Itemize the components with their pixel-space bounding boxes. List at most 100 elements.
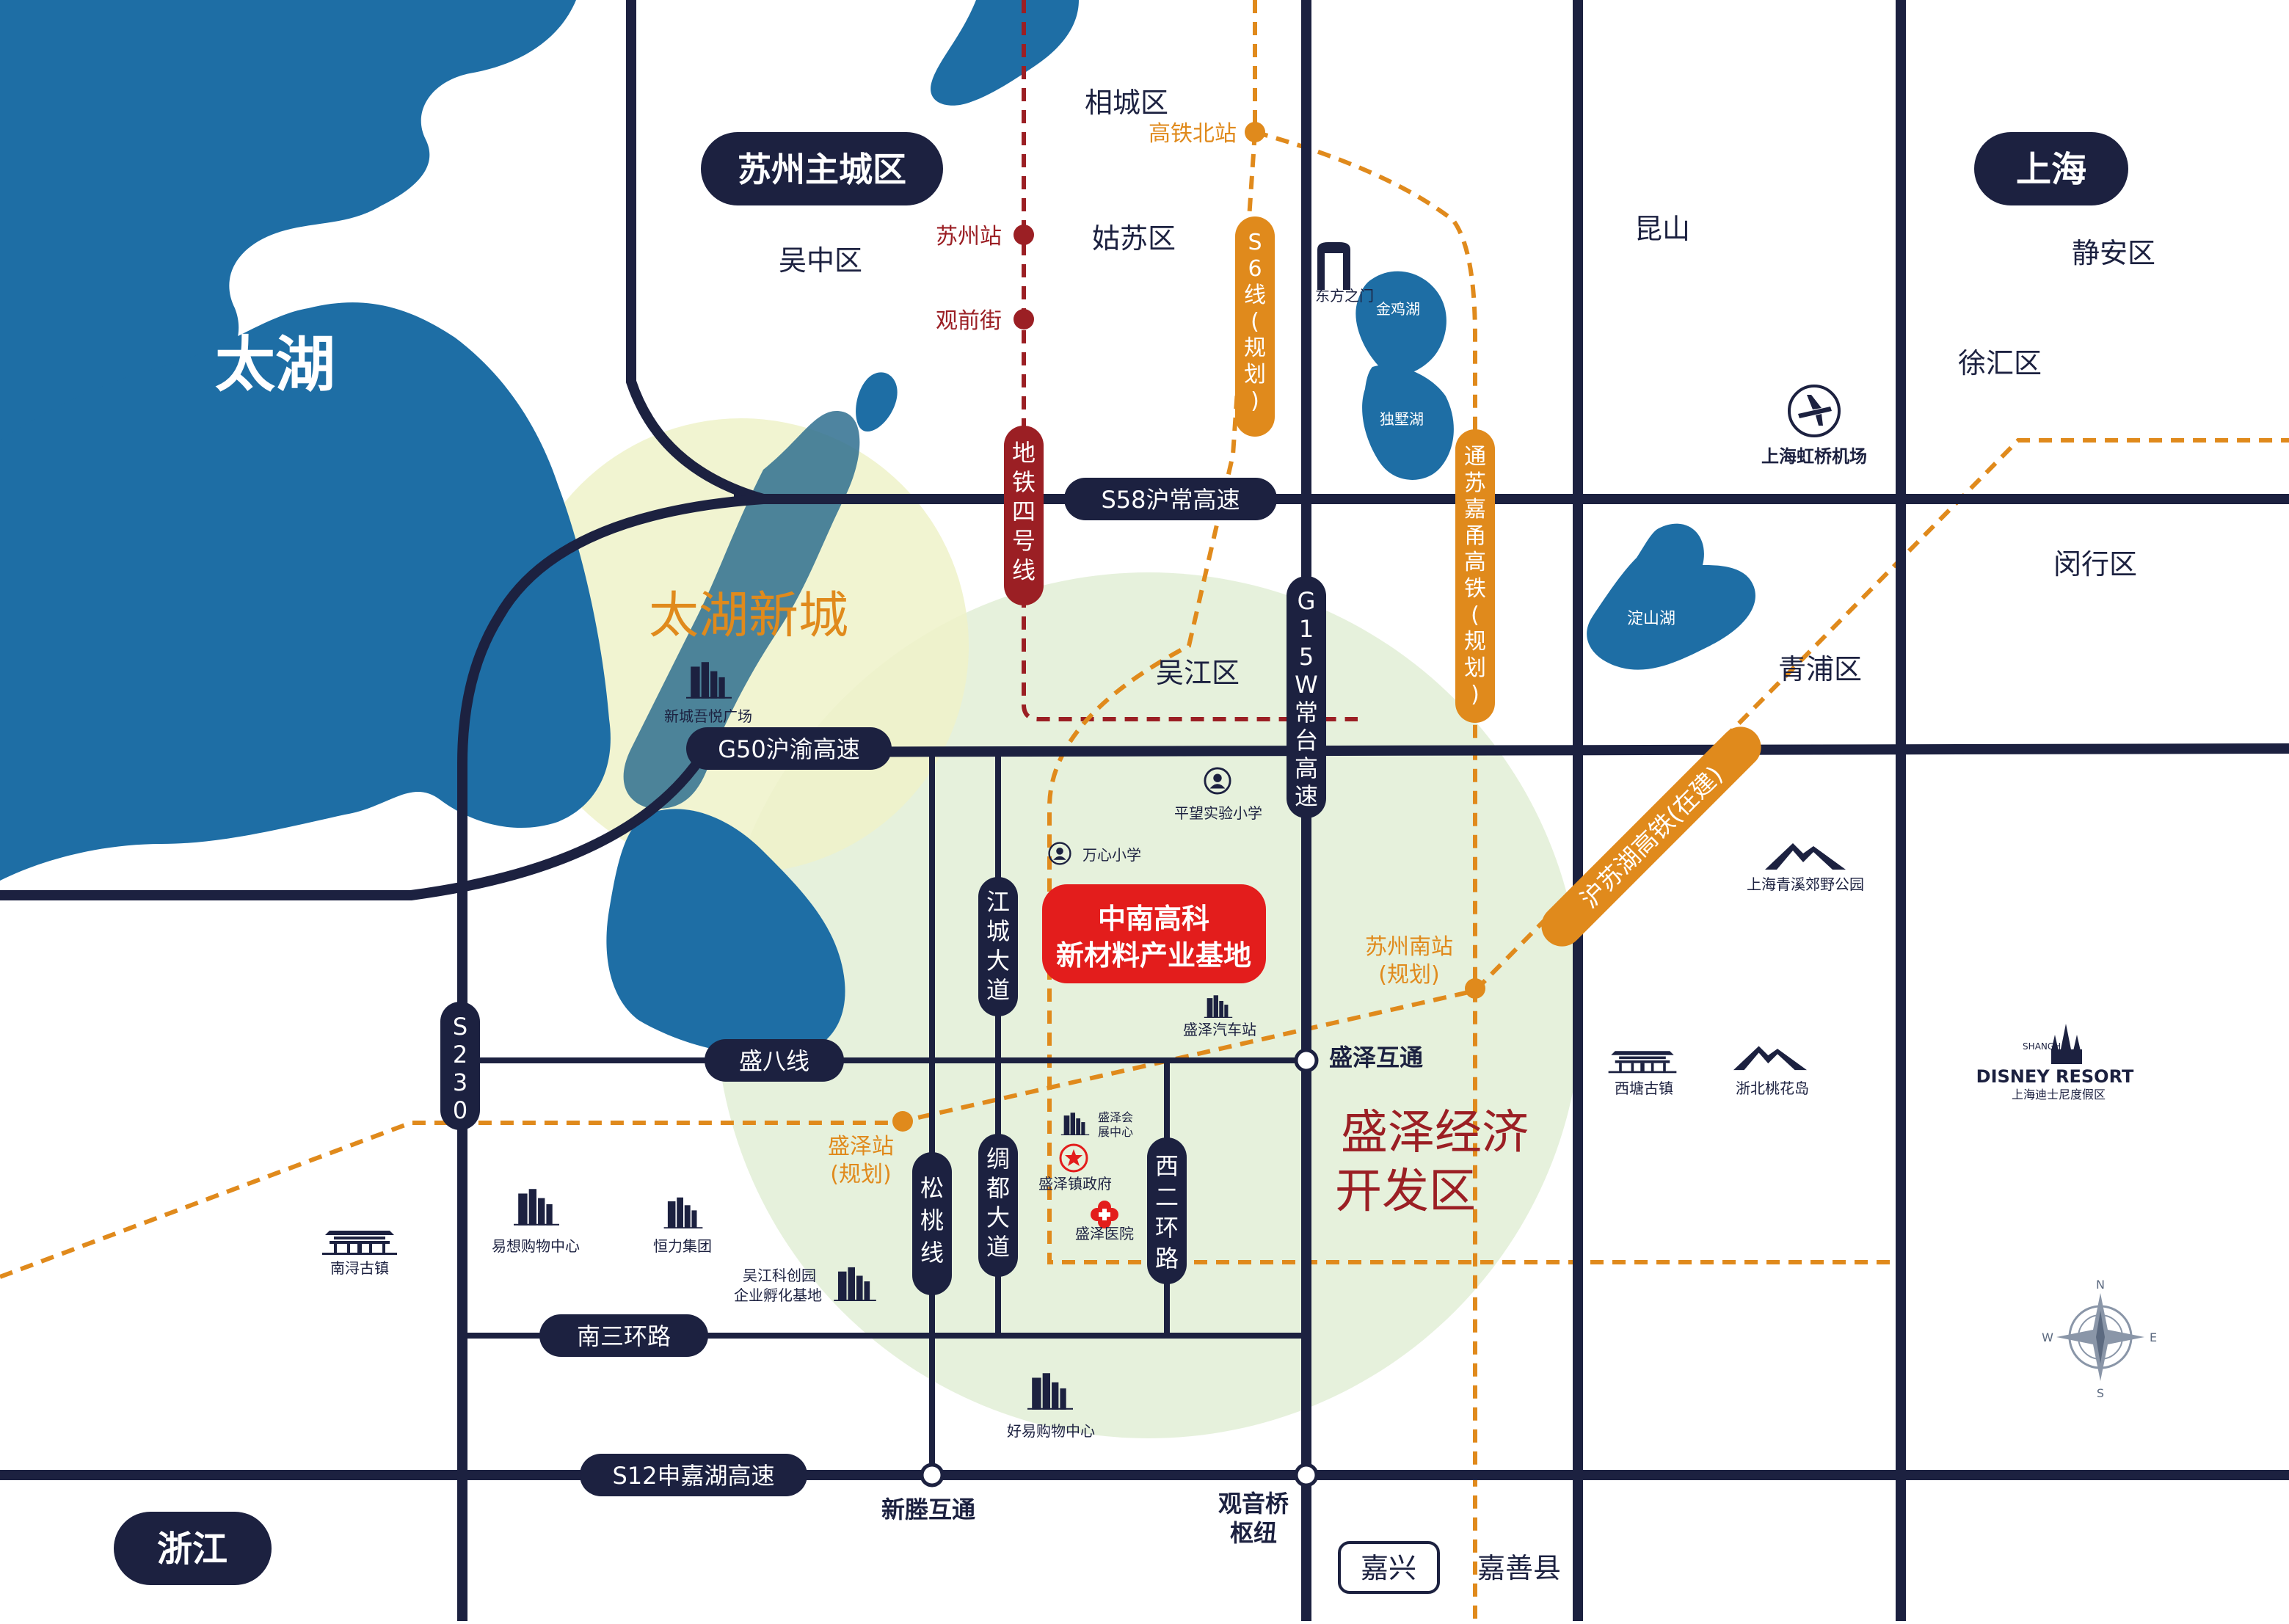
label-shengze-station-2: (规划) [830, 1162, 891, 1187]
label-zhejiang: 浙江 [157, 1529, 228, 1570]
label-suzhou-south-2: (规划) [1378, 962, 1439, 988]
label-suzhou-station: 苏州站 [936, 224, 1002, 250]
vtext-xier-char: 环 [1155, 1214, 1179, 1242]
building-icon-yixiang [514, 1189, 559, 1226]
pill-songtao[interactable] [912, 1152, 952, 1295]
label-zhebei: 浙北桃花岛 [1736, 1079, 1809, 1097]
vtext-tongsu-char: 通 [1464, 444, 1486, 470]
pill-s58[interactable] [1064, 478, 1277, 520]
label-xitang: 西塘古镇 [1615, 1079, 1673, 1097]
label-xuhui: 徐汇区 [1958, 347, 2042, 379]
label-guanyinqiao-1: 观音桥 [1218, 1490, 1289, 1518]
compass-s: S [2097, 1386, 2104, 1400]
pill-shengba[interactable] [705, 1039, 844, 1082]
pill-metro4[interactable] [1004, 426, 1044, 605]
dianshan-lake [1587, 523, 1755, 670]
label-jiaxing: 嘉兴 [1361, 1552, 1416, 1584]
taihu-south-lobe [606, 809, 845, 1057]
pill-s230[interactable] [440, 1002, 480, 1130]
label-taihu-newtown: 太湖新城 [649, 587, 848, 645]
vtext-tongsu-char: 嘉 [1464, 497, 1486, 522]
node-xinteng[interactable] [920, 1463, 945, 1488]
vtext-xier-char: 路 [1155, 1245, 1179, 1272]
pill-husuhu[interactable] [1533, 718, 1769, 955]
label-hengli: 恒力集团 [653, 1237, 712, 1255]
vtext-s230-char: 3 [453, 1068, 467, 1096]
station-dot-shengze[interactable] [892, 1111, 913, 1132]
pill-g15w[interactable] [1287, 576, 1326, 818]
label-disney-2: DISNEY RESORT [1976, 1066, 2134, 1087]
vtext-metro4-char: 地 [1012, 439, 1036, 467]
label-hongqiao: 上海虹桥机场 [1761, 446, 1867, 467]
vtext-jiangcheng-char: 城 [986, 917, 1010, 945]
vtext-songtao-char: 松 [920, 1174, 944, 1202]
pill-tongsu[interactable] [1455, 429, 1495, 723]
vtext-g15w-char: 5 [1299, 643, 1314, 671]
pill-shanghai[interactable] [1974, 132, 2128, 205]
vtext-s230-char: S [453, 1013, 467, 1041]
node-guanyinqiao[interactable] [1294, 1463, 1319, 1488]
vtext-tongsu-char: 规 [1464, 629, 1486, 655]
mountain-icon-zhebei [1733, 1046, 1807, 1071]
vtext-tongsu-char: 划 [1464, 655, 1486, 681]
temple-icon-nanxun [322, 1231, 397, 1255]
station-dot-guanqian[interactable] [1014, 309, 1034, 329]
pill-zhejiang[interactable] [114, 1512, 272, 1585]
vtext-choudu-char: 绸 [986, 1145, 1010, 1173]
vtext-g15w-char: W [1295, 671, 1318, 699]
label-pingwang: 平望实验小学 [1174, 804, 1262, 822]
pill-nansan[interactable] [539, 1314, 708, 1357]
station-dot-gaotie-north[interactable] [1245, 122, 1265, 142]
pill-s12[interactable] [580, 1454, 807, 1496]
label-g50: G50沪渝高速 [718, 735, 860, 763]
label-jiashan: 嘉善县 [1477, 1552, 1561, 1584]
vtext-g15w-char: 1 [1299, 615, 1314, 643]
station-dot-suzhou[interactable] [1014, 225, 1034, 245]
label-xinteng-interchange: 新塍互通 [881, 1496, 975, 1523]
taihu-bay [0, 302, 611, 881]
label-gusu: 姑苏区 [1092, 222, 1176, 255]
pill-xier[interactable] [1147, 1137, 1187, 1284]
node-shengze[interactable] [1294, 1048, 1319, 1073]
vtext-tongsu-char: ( [1471, 602, 1480, 628]
label-gov: 盛泽镇政府 [1038, 1175, 1112, 1192]
label-exhibition-1: 盛泽会 [1098, 1110, 1133, 1124]
vtext-jiangcheng-char: 大 [986, 947, 1010, 975]
taihu-channel [623, 411, 860, 809]
label-incubator-2: 企业孵化基地 [734, 1286, 822, 1304]
pill-jiaxing[interactable] [1338, 1541, 1440, 1594]
label-disney-3: 上海迪士尼度假区 [2012, 1088, 2106, 1102]
label-shengze-zone-2: 开发区 [1335, 1165, 1476, 1219]
building-icon-hengli [663, 1197, 703, 1228]
vtext-s6-char: S [1248, 230, 1262, 255]
pill-s6[interactable] [1235, 216, 1275, 437]
pill-suzhou[interactable] [701, 132, 943, 205]
vtext-choudu-char: 道 [986, 1233, 1010, 1261]
label-haoyi: 好易购物中心 [1007, 1422, 1095, 1440]
hospital-icon [1091, 1201, 1118, 1228]
vtext-s6-char: 线 [1244, 283, 1266, 308]
vtext-tongsu-char: 铁 [1464, 576, 1486, 602]
dushu-lake [1362, 365, 1454, 480]
label-incubator-1: 吴江科创园 [743, 1267, 816, 1284]
vtext-choudu-char: 大 [986, 1204, 1010, 1231]
dongfang-gate-icon [1317, 242, 1350, 290]
taihu-lake [0, 0, 576, 484]
compass-rose-icon: N S E W [2042, 1278, 2157, 1400]
pill-g50[interactable] [686, 727, 892, 770]
vtext-g15w-char: 台 [1295, 727, 1318, 754]
pill-jiangcheng[interactable] [978, 877, 1018, 1016]
vtext-metro4-char: 号 [1012, 527, 1036, 555]
project-line2: 新材料产业基地 [1056, 939, 1251, 972]
station-dot-suzhou-south[interactable] [1465, 978, 1485, 999]
label-shengba: 盛八线 [739, 1047, 809, 1075]
label-shengze-bus: 盛泽汽车站 [1183, 1021, 1256, 1038]
label-jingan: 静安区 [2072, 237, 2155, 269]
pill-choudu[interactable] [978, 1134, 1018, 1277]
project-box[interactable] [1042, 884, 1266, 983]
compass-w: W [2042, 1330, 2053, 1344]
vtext-s6-char: ) [1251, 388, 1259, 414]
